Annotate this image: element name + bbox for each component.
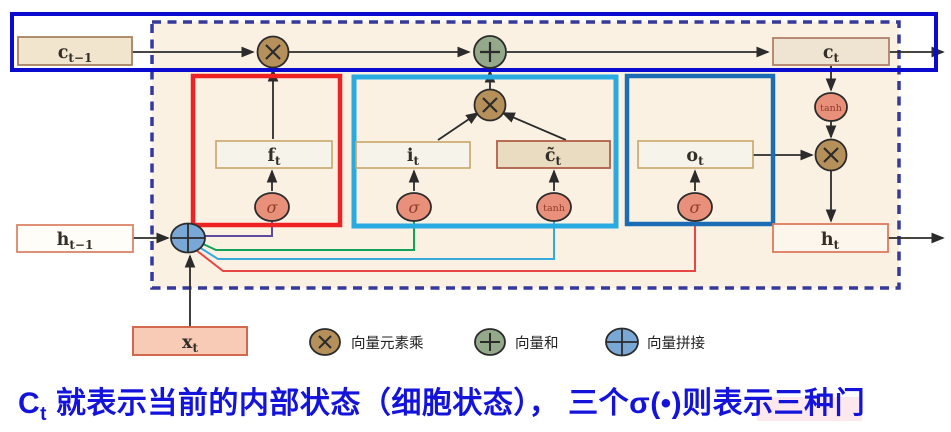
wire-to-candidate-tanh (198, 220, 555, 260)
legend-add-icon (474, 328, 506, 356)
caption-subscript: t (40, 404, 47, 425)
pink-watermark (757, 397, 862, 421)
caption: Ct 就表示当前的内部状态（细胞状态）， 三个σ(•)则表示三种门 (18, 378, 938, 426)
output-gate-box (637, 140, 754, 169)
connections (132, 46, 945, 327)
h-prev-box (16, 224, 134, 253)
caption-rest: 就表示当前的内部状态（细胞状态）， 三个σ(•)则表示三种门 (47, 387, 866, 420)
c-t-label: ct (823, 43, 840, 65)
legend-concat-icon (605, 327, 639, 357)
multiply-input-icon (473, 88, 507, 122)
multiply-forget-icon (256, 35, 290, 69)
output-gate-label: ot (686, 146, 704, 168)
h-t-box (772, 223, 889, 253)
c-prev-box (17, 36, 133, 66)
cell-state-highlight-box (10, 12, 938, 72)
legend-multiply-icon (309, 328, 341, 356)
input-gate-box (355, 141, 471, 169)
add-icon (473, 35, 507, 69)
input-sigma-label: σ (409, 198, 421, 217)
cellstate-tanh-label: tanh (820, 103, 842, 114)
forget-sigma-label: σ (267, 198, 279, 217)
input-sigma-node (396, 192, 432, 222)
forget-sigma-node (254, 192, 290, 222)
c-prev-label: ct−1 (58, 43, 93, 65)
operator-nodes (170, 35, 848, 254)
caption-main: C (18, 387, 41, 420)
multiply-output-icon (814, 138, 848, 172)
legend-add-label: 向量和 (515, 335, 559, 352)
wire-to-input-sigma (200, 220, 415, 251)
output-sigma-label: σ (690, 198, 702, 217)
activation-nodes: σ σ tanh σ tanh (254, 92, 848, 222)
x-t-label: xt (182, 333, 198, 355)
concat-icon (170, 222, 206, 254)
wire-to-output-sigma (195, 220, 696, 272)
legend-multiply-label: 向量元素乘 (351, 335, 424, 352)
c-t-box (772, 37, 890, 66)
forget-gate-group-box (190, 73, 343, 228)
candidate-label: c̃t (545, 146, 562, 168)
state-boxes: ct−1 ct ft it c̃t ot ht−1 ht xt (16, 36, 890, 356)
forget-gate-label: ft (267, 146, 281, 168)
candidate-box (496, 140, 611, 169)
legend-concat-label: 向量拼接 (647, 335, 705, 352)
input-gate-group-box (351, 74, 619, 229)
legend: 向量元素乘 向量和 向量拼接 (309, 327, 705, 357)
candidate-tanh-label: tanh (543, 203, 565, 214)
lstm-diagram: ct−1 ct ft it c̃t ot ht−1 ht xt (10, 12, 945, 357)
edge-ctilde-to-inputmultiply (501, 112, 567, 141)
output-sigma-node (677, 192, 713, 222)
candidate-tanh-node (536, 192, 572, 222)
cellstate-tanh-node (814, 92, 848, 122)
edge-it-to-inputmultiply (437, 111, 480, 141)
input-gate-label: it (407, 146, 420, 168)
x-t-box (132, 326, 248, 356)
output-gate-group-box (624, 73, 776, 227)
h-t-label: ht (821, 230, 840, 252)
concat-wires (195, 220, 696, 272)
forget-gate-box (215, 140, 333, 169)
h-prev-label: ht−1 (57, 230, 94, 252)
